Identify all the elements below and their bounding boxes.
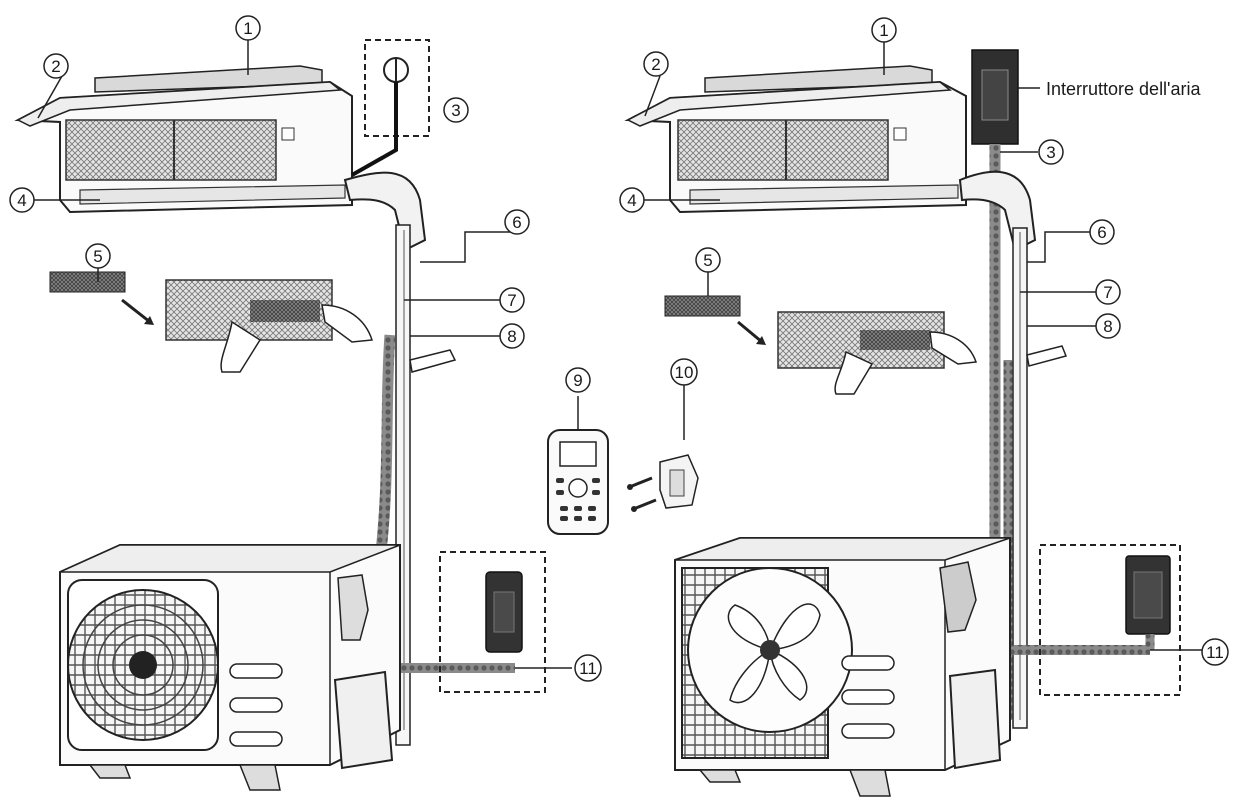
hand-icon bbox=[220, 320, 262, 373]
left-pipe-clamp bbox=[409, 349, 457, 373]
hand-icon bbox=[834, 350, 874, 395]
right-air-switch bbox=[971, 49, 1019, 145]
callout-5: 5 bbox=[695, 247, 721, 273]
left-switch-box bbox=[439, 551, 546, 693]
right-switch-box bbox=[1039, 544, 1181, 696]
left-outdoor-unit bbox=[59, 544, 401, 791]
callout-11: 11 bbox=[1201, 638, 1229, 666]
svg-text:6: 6 bbox=[1097, 223, 1106, 242]
callout-3: 3 bbox=[443, 97, 469, 123]
callout-9: 9 bbox=[565, 367, 591, 393]
left-power-cord bbox=[351, 82, 398, 177]
callout-8: 8 bbox=[1095, 313, 1121, 339]
svg-text:7: 7 bbox=[1103, 283, 1112, 302]
callout-1: 1 bbox=[871, 17, 897, 43]
svg-text:1: 1 bbox=[879, 21, 888, 40]
left-air-filter bbox=[49, 271, 126, 293]
svg-text:8: 8 bbox=[507, 327, 516, 346]
callout-7: 7 bbox=[1095, 279, 1121, 305]
callout-11: 11 bbox=[574, 654, 602, 682]
hand-icon bbox=[929, 331, 978, 365]
svg-text:6: 6 bbox=[512, 213, 521, 232]
callout-4: 4 bbox=[9, 187, 35, 213]
callout-5: 5 bbox=[85, 243, 111, 269]
callout-6: 6 bbox=[504, 209, 530, 235]
svg-text:5: 5 bbox=[93, 247, 102, 266]
callout-2: 2 bbox=[43, 53, 69, 79]
svg-text:1: 1 bbox=[243, 19, 252, 38]
remote-holder bbox=[627, 454, 699, 512]
right-air-filter bbox=[664, 295, 741, 317]
svg-text:2: 2 bbox=[651, 55, 660, 74]
callout-6: 6 bbox=[1089, 219, 1115, 245]
right-system: Interruttore dell'aria bbox=[619, 17, 1229, 797]
svg-text:10: 10 bbox=[675, 363, 694, 382]
air-switch-label: Interruttore dell'aria bbox=[1046, 79, 1202, 99]
left-indoor-unit bbox=[14, 65, 353, 214]
svg-text:3: 3 bbox=[1046, 143, 1055, 162]
right-outdoor-unit bbox=[674, 537, 1011, 797]
svg-text:11: 11 bbox=[579, 659, 597, 678]
svg-text:11: 11 bbox=[1206, 643, 1224, 662]
left-wall-sleeve bbox=[343, 171, 427, 252]
callout-10: 10 bbox=[670, 358, 698, 386]
callout-4: 4 bbox=[619, 187, 645, 213]
hand-icon bbox=[321, 304, 373, 343]
callout-3: 3 bbox=[1038, 139, 1064, 165]
svg-text:7: 7 bbox=[507, 291, 516, 310]
left-system: 1 2 3 4 5 6 7 8 9 11 bbox=[9, 15, 609, 791]
svg-text:4: 4 bbox=[17, 191, 26, 210]
callout-2: 2 bbox=[643, 51, 669, 77]
svg-text:9: 9 bbox=[573, 371, 582, 390]
remote-control bbox=[547, 429, 609, 535]
svg-text:8: 8 bbox=[1103, 317, 1112, 336]
right-indoor-unit bbox=[624, 65, 967, 214]
callout-8: 8 bbox=[499, 323, 525, 349]
svg-text:5: 5 bbox=[703, 251, 712, 270]
svg-text:3: 3 bbox=[451, 101, 460, 120]
svg-text:4: 4 bbox=[627, 191, 636, 210]
callout-1: 1 bbox=[235, 15, 261, 41]
callout-7: 7 bbox=[499, 287, 525, 313]
right-pipe-clamp bbox=[1026, 345, 1068, 367]
svg-text:2: 2 bbox=[51, 57, 60, 76]
